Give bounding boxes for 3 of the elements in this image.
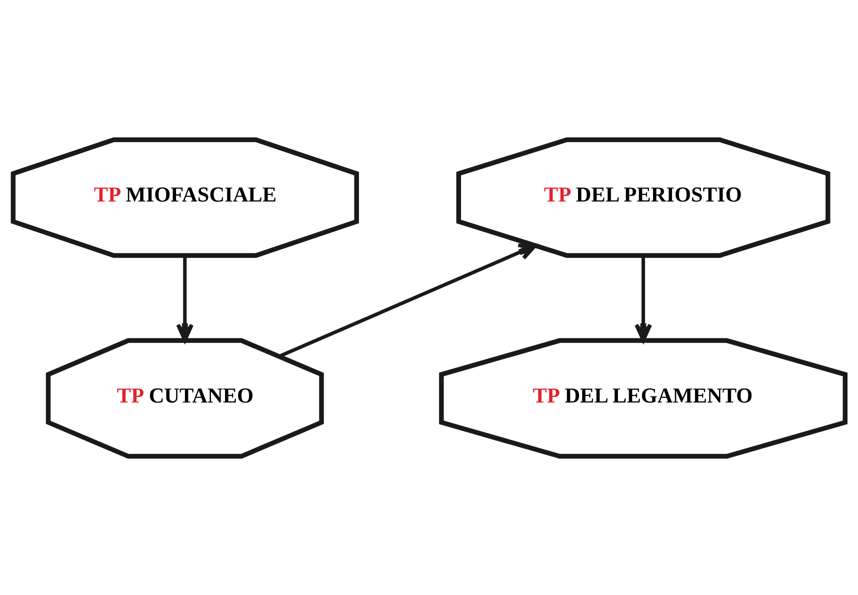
arrow [278, 243, 537, 358]
arrow [176, 255, 194, 342]
arrow [634, 255, 652, 342]
